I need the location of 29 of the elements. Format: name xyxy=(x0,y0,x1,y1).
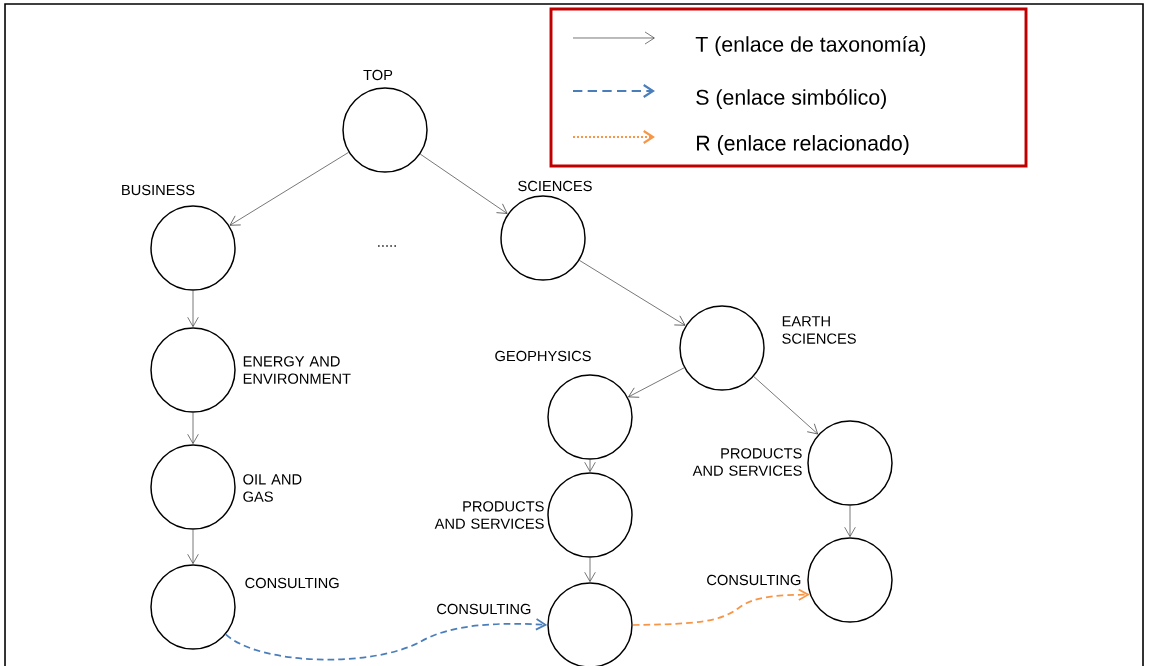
arrow xyxy=(187,412,199,444)
arrow xyxy=(584,459,596,472)
node-label: PRODUCTS AND SERVICES xyxy=(434,501,544,529)
arrow xyxy=(229,152,349,226)
legend-text: S (enlace simbólico) xyxy=(696,88,886,110)
arrow xyxy=(187,290,199,327)
legend-text: R (enlace relacionado) xyxy=(697,135,909,155)
arrow xyxy=(631,588,810,626)
node-label: GEOPHYSICS xyxy=(495,350,591,362)
ellipsis-text: ..... xyxy=(378,245,396,247)
arrow xyxy=(628,367,685,398)
arrow xyxy=(187,529,199,564)
node-label: TOP xyxy=(363,69,393,81)
arrow xyxy=(224,618,548,661)
node-label: EARTH SCIENCES xyxy=(782,316,856,344)
legend-text: T (enlace de taxonomía) xyxy=(695,35,926,57)
node-label: CONSULTING xyxy=(437,603,531,615)
node-label: OIL AND GAS xyxy=(243,474,302,502)
node-label: PRODUCTS AND SERVICES xyxy=(692,448,802,476)
node-label: BUSINESS xyxy=(122,184,195,196)
node-label: CONSULTING xyxy=(707,574,801,586)
arrow xyxy=(584,557,596,582)
arrow xyxy=(579,260,686,326)
node-label: SCIENCES xyxy=(518,180,592,192)
node-label: ENERGY AND ENVIRONMENT xyxy=(243,356,351,384)
arrow xyxy=(419,153,508,214)
node-label: CONSULTING xyxy=(245,577,339,589)
arrow xyxy=(753,376,819,435)
arrow xyxy=(844,505,856,537)
